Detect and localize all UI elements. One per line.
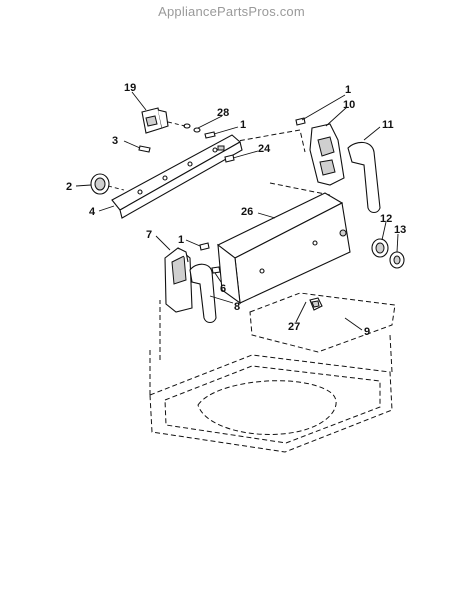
callout-6: 6	[220, 283, 226, 295]
callout-2: 2	[66, 181, 72, 193]
callout-13: 13	[394, 224, 406, 236]
part-4-console-panel	[111, 134, 243, 219]
site-watermark: AppliancePartsPros.com	[158, 4, 305, 19]
callout-24: 24	[258, 143, 271, 155]
part-24-screw	[224, 154, 235, 163]
callout-7: 7	[146, 229, 152, 241]
callout-8: 8	[234, 301, 240, 313]
part-6-screw	[211, 266, 221, 274]
leader-lines	[75, 91, 399, 331]
part-13-knob	[389, 251, 405, 269]
part-3-screw	[138, 145, 151, 153]
callout-10: 10	[343, 99, 355, 111]
part-10-end-cap	[309, 123, 345, 186]
callout-4: 4	[89, 206, 96, 218]
part-1-screw-left	[199, 242, 210, 251]
part-27-fastener	[309, 297, 323, 311]
callout-9: 9	[364, 326, 370, 338]
console-mount-outline	[231, 129, 396, 353]
part-28-screws	[167, 121, 201, 133]
callout-labels: 19 28 1 3 24 2 4 1 10 11 26 12 13 7 1 6 …	[66, 82, 406, 338]
callout-3: 3	[112, 135, 118, 147]
part-1-screw-top	[204, 131, 216, 139]
part-26-console-panel	[216, 192, 351, 305]
part-19-switch	[141, 107, 169, 134]
callout-1-left: 1	[178, 234, 184, 246]
callout-27: 27	[288, 321, 300, 333]
part-2-knob	[90, 173, 125, 195]
callout-1-right: 1	[345, 84, 351, 96]
callout-12: 12	[380, 213, 392, 225]
part-8-cover	[189, 263, 217, 324]
callout-28: 28	[217, 107, 229, 119]
callout-26: 26	[241, 206, 253, 218]
part-12-bezel	[371, 238, 389, 258]
callout-11: 11	[382, 119, 394, 131]
callout-1-top: 1	[240, 119, 246, 131]
cabinet-top-outline	[149, 300, 393, 453]
part-11-cover	[347, 141, 381, 214]
callout-19: 19	[124, 82, 136, 94]
part-7-end-cap	[164, 247, 193, 313]
